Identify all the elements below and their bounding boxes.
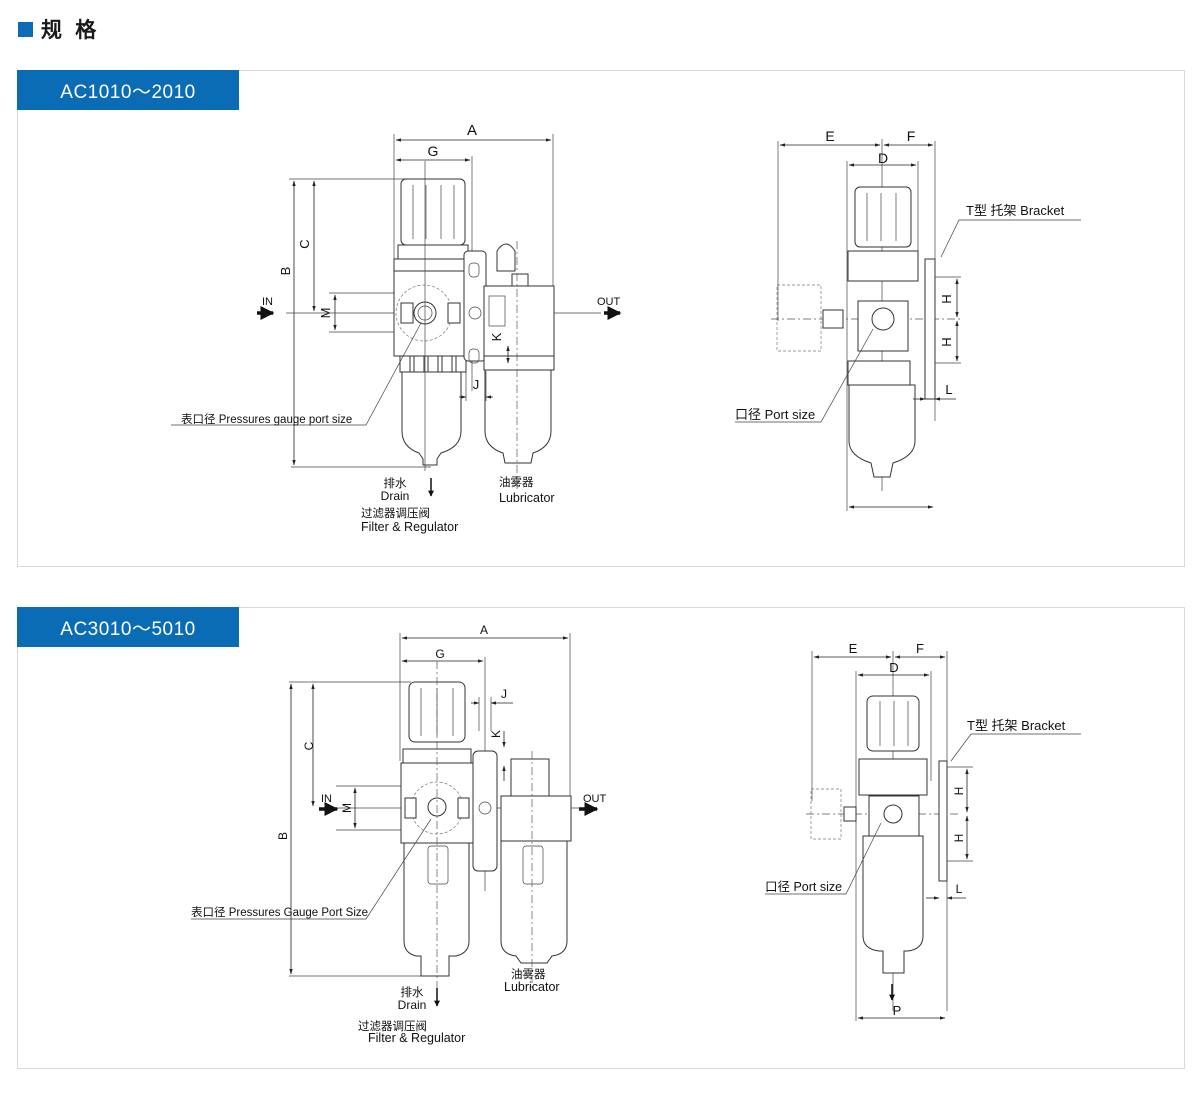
dim-label-g: G — [428, 143, 439, 159]
port-size-label: 口径 Port size — [735, 407, 815, 422]
filter-regulator-label-cn: 过滤器调压阀 — [361, 506, 430, 520]
front-view: A G J K C B M — [191, 623, 607, 1045]
lubricator — [500, 751, 572, 991]
connector-spacer — [472, 750, 498, 872]
blue-square-bullet-icon — [18, 21, 33, 37]
model-range-tab: AC3010～5010 — [17, 607, 239, 647]
dim-label-d: D — [889, 660, 898, 675]
filter-bowl — [403, 842, 470, 977]
out-label: OUT — [597, 296, 621, 308]
connector-spacer — [463, 250, 487, 362]
model-range-tab: AC1010～2010 — [17, 70, 239, 110]
filter-regulator-label-en: Filter & Regulator — [368, 1031, 465, 1045]
dim-label-e: E — [825, 128, 834, 144]
filter-bowl — [401, 371, 462, 466]
spec-panel-ac3010-5010: AC3010～5010 A G J K — [17, 607, 1185, 1069]
dim-label-a: A — [480, 623, 488, 637]
drain-label-en: Drain — [381, 489, 410, 503]
drain-label-en: Drain — [398, 998, 427, 1012]
side-view: E F D H H — [735, 128, 1081, 511]
front-view: A G B C M IN OUT — [171, 122, 622, 534]
lubricator-label-en: Lubricator — [504, 980, 560, 994]
bracket-label: T型 托架 Bracket — [967, 718, 1066, 733]
t-bracket — [938, 760, 948, 882]
filter-fins — [399, 355, 467, 373]
dim-label-f: F — [907, 128, 916, 144]
dim-label-h2: H — [939, 337, 954, 346]
section-title: 规 格 — [41, 18, 100, 42]
dim-label-j: J — [501, 687, 507, 701]
side-view: E F D H H L — [765, 641, 1081, 1021]
dim-label-j: J — [473, 377, 480, 392]
gauge-port-label: 表口径 Pressures gauge port size — [181, 412, 352, 426]
t-bracket — [924, 258, 936, 400]
in-label: IN — [321, 793, 332, 805]
dim-label-b: B — [276, 832, 290, 840]
technical-drawing: A G B C M IN OUT — [171, 122, 1081, 534]
lubricator — [483, 241, 555, 491]
dim-label-k: K — [489, 730, 503, 738]
dim-label-h1: H — [939, 294, 954, 303]
dim-label-e: E — [849, 641, 858, 656]
filter-regulator-label-cn: 过滤器调压阀 — [358, 1019, 427, 1033]
drain-label-cn: 排水 — [384, 476, 407, 490]
dim-label-a: A — [467, 122, 477, 139]
dim-label-c: C — [302, 741, 316, 750]
out-label: OUT — [583, 793, 607, 805]
dim-label-l: L — [956, 882, 963, 896]
side-knob — [866, 695, 920, 752]
section-heading: 规 格 — [18, 14, 99, 44]
dim-label-d: D — [878, 150, 888, 166]
in-label: IN — [262, 296, 273, 308]
drain-label-cn: 排水 — [401, 985, 424, 999]
spec-panel-ac1010-2010: AC1010～2010 A G B C — [17, 70, 1185, 567]
side-knob — [854, 186, 912, 248]
dim-label-p: P — [893, 1003, 902, 1018]
dim-label-h2: H — [952, 834, 966, 843]
regulator-knob — [393, 178, 473, 272]
port-size-label: 口径 Port size — [765, 880, 842, 894]
lubricator-label-cn: 油雾器 — [499, 475, 534, 489]
dim-label-g: G — [435, 647, 444, 661]
lubricator-label-en: Lubricator — [499, 491, 555, 505]
bracket-label: T型 托架 Bracket — [966, 203, 1065, 218]
gauge-port-label: 表口径 Pressures Gauge Port Size — [191, 905, 368, 919]
lubricator-label-cn: 油雾器 — [511, 967, 546, 981]
dim-label-f: F — [916, 641, 924, 656]
dim-label-b: B — [278, 267, 293, 276]
filter-regulator-label-en: Filter & Regulator — [361, 520, 458, 534]
dim-label-h1: H — [952, 787, 966, 796]
technical-drawing: A G J K C B M — [191, 623, 1081, 1045]
dim-label-c: C — [297, 239, 312, 248]
dim-label-k: K — [489, 332, 504, 341]
dim-label-l: L — [945, 382, 952, 397]
